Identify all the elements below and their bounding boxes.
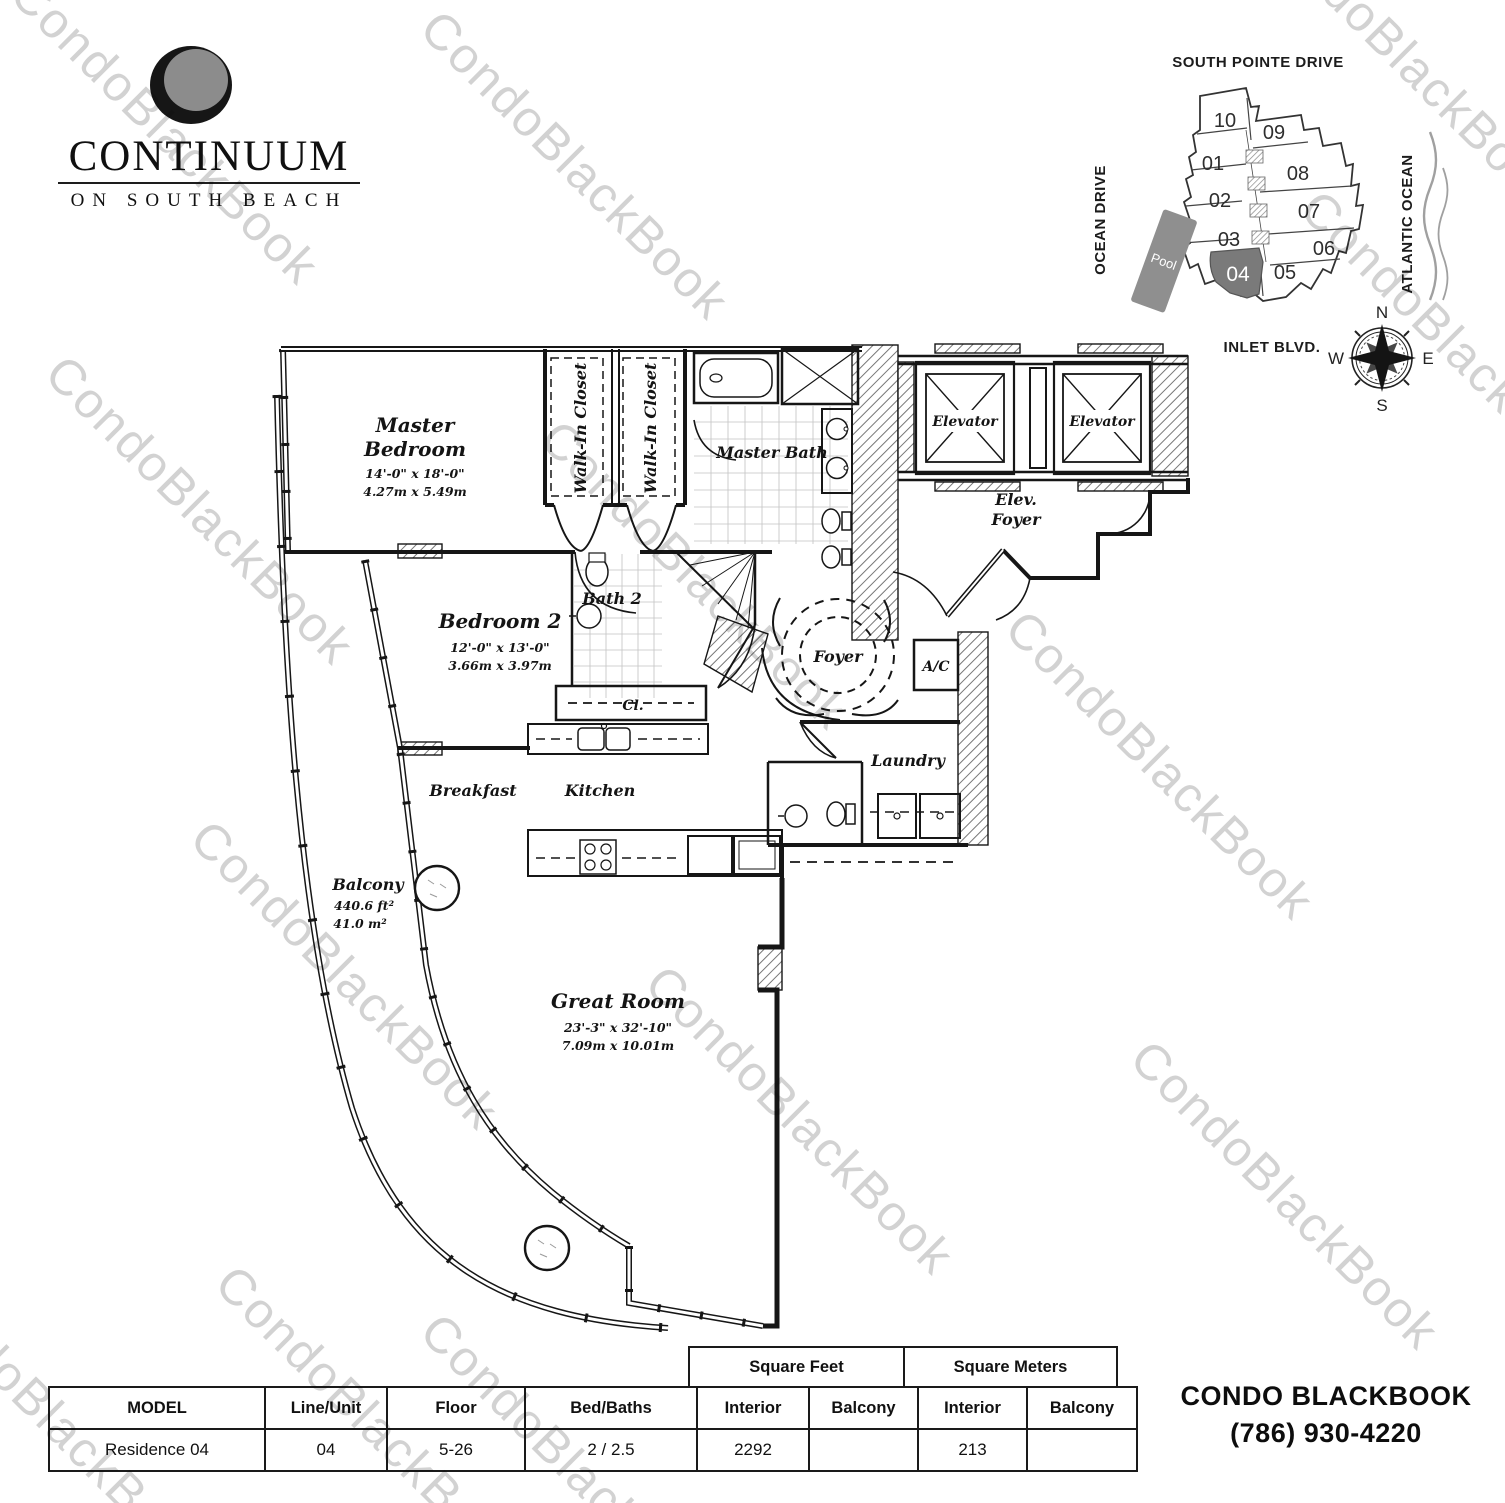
- balcony-rail: [272, 394, 669, 1333]
- label-master-dims-ft: 14'-0" x 18'-0": [365, 466, 464, 481]
- unit-label-05: 05: [1274, 262, 1296, 284]
- footer-contact: CONDO BLACKBOOK (786) 930-4220: [1142, 1378, 1505, 1452]
- col-bed-baths: Bed/Baths: [526, 1388, 696, 1428]
- val-model: Residence 04: [50, 1430, 264, 1470]
- col-line-unit: Line/Unit: [266, 1388, 386, 1428]
- columns: [413, 864, 571, 1272]
- col-interior-sf: Interior: [698, 1388, 808, 1428]
- label-bedroom2-ft: 12'-0" x 13'-0": [450, 640, 549, 655]
- hatched-walls: [397, 343, 1189, 991]
- street-atlantic-ocean: ATLANTIC OCEAN: [1399, 154, 1416, 293]
- val-interior-sm: 213: [919, 1430, 1026, 1470]
- label-great-room: Great Room: [551, 989, 685, 1013]
- kitchen-casework: [527, 684, 783, 877]
- table-group-headers: Square Feet Square Meters: [688, 1346, 1118, 1386]
- unit-label-04: 04: [1226, 263, 1250, 286]
- logo-moon-icon: [150, 46, 232, 124]
- unit-label-09: 09: [1263, 122, 1285, 144]
- group-square-feet: Square Feet: [688, 1346, 905, 1386]
- unit-label-10: 10: [1214, 110, 1236, 132]
- val-bed-baths: 2 / 2.5: [526, 1430, 696, 1470]
- compass-n: N: [1376, 303, 1388, 322]
- building-footprint: [1181, 86, 1365, 302]
- unit-04-highlight: [1209, 247, 1264, 299]
- label-kitchen: Kitchen: [564, 781, 636, 800]
- label-master-bath: Master Bath: [715, 443, 828, 462]
- label-great-room-ft: 23'-3" x 32'-10": [563, 1020, 672, 1035]
- logo-subtitle: ON SOUTH BEACH: [70, 190, 348, 212]
- col-model: MODEL: [50, 1388, 264, 1428]
- dashed-lines: [536, 357, 956, 863]
- label-master-bedroom: Master: [375, 413, 456, 437]
- val-interior-sf: 2292: [698, 1430, 808, 1470]
- compass-e: E: [1422, 349, 1433, 368]
- unit-label-01: 01: [1202, 153, 1224, 175]
- label-balcony: Balcony: [331, 875, 405, 894]
- unit-numbers: 10 09 01 08 02 07 03 06 04 05: [1202, 110, 1335, 286]
- footer-company: CONDO BLACKBOOK: [1180, 1381, 1472, 1411]
- window-walls: [272, 348, 764, 1333]
- label-great-room-m: 7.09m x 10.01m: [562, 1038, 674, 1053]
- unit-label-07: 07: [1298, 201, 1320, 223]
- label-closet: Cl.: [622, 698, 643, 714]
- footer-phone: (786) 930-4220: [1230, 1418, 1422, 1448]
- label-elevator-1: Elevator: [931, 414, 999, 430]
- col-balcony-sf: Balcony: [810, 1388, 917, 1428]
- label-laundry: Laundry: [870, 751, 947, 770]
- label-master-bedroom-2: Bedroom: [363, 437, 466, 461]
- spec-table: MODEL Line/Unit Floor Bed/Baths Interior…: [48, 1386, 1138, 1472]
- street-ocean-drive: OCEAN DRIVE: [1092, 165, 1109, 275]
- label-bath2: Bath 2: [581, 589, 642, 608]
- label-breakfast: Breakfast: [428, 781, 517, 800]
- label-elevator-2: Elevator: [1068, 414, 1136, 430]
- compass-icon: N S W E: [1328, 303, 1434, 415]
- unit-label-02: 02: [1209, 190, 1231, 212]
- col-balcony-sm: Balcony: [1028, 1388, 1136, 1428]
- label-balcony-ft: 440.6 ft²: [334, 898, 395, 913]
- label-master-dims-m: 4.27m x 5.49m: [363, 484, 467, 499]
- site-map: SOUTH POINTE DRIVE OCEAN DRIVE ATLANTIC …: [1092, 54, 1449, 415]
- label-elev-foyer-1: Elev.: [994, 490, 1037, 509]
- label-bedroom2: Bedroom 2: [438, 609, 562, 633]
- compass-w: W: [1328, 349, 1344, 368]
- shoreline: [1422, 131, 1449, 301]
- val-balcony-sf: [810, 1430, 917, 1470]
- street-inlet-blvd: INLET BLVD.: [1224, 339, 1321, 356]
- logo-title: CONTINUUM: [68, 133, 350, 180]
- pool: Pool: [1131, 209, 1197, 313]
- label-elev-foyer-2: Foyer: [990, 510, 1042, 529]
- col-floor: Floor: [388, 1388, 524, 1428]
- brand-logo: CONTINUUM ON SOUTH BEACH: [58, 46, 360, 212]
- compass-s: S: [1376, 396, 1387, 415]
- unit-label-08: 08: [1287, 163, 1309, 185]
- label-ac: A/C: [920, 659, 949, 675]
- group-square-meters: Square Meters: [905, 1346, 1118, 1386]
- label-foyer: Foyer: [812, 647, 864, 666]
- label-balcony-m: 41.0 m²: [333, 916, 387, 931]
- watermark: CondoBlackBook: [409, 0, 741, 331]
- street-south-pointe: SOUTH POINTE DRIVE: [1172, 54, 1344, 71]
- logo-rule: [58, 182, 360, 185]
- floor-plan: Master Bedroom 14'-0" x 18'-0" 4.27m x 5…: [272, 343, 1190, 1333]
- bath-fixtures: [569, 347, 961, 839]
- door-arcs: [553, 419, 1151, 759]
- unit-label-03: 03: [1218, 229, 1240, 251]
- val-floor: 5-26: [388, 1430, 524, 1470]
- label-walkin-closet-2: Walk-In Closet: [641, 362, 660, 493]
- walls: [281, 346, 1190, 1329]
- val-line-unit: 04: [266, 1430, 386, 1470]
- label-walkin-closet-1: Walk-In Closet: [571, 362, 590, 493]
- label-bedroom2-m: 3.66m x 3.97m: [448, 658, 552, 673]
- unit-label-06: 06: [1313, 238, 1335, 260]
- room-labels: Master Bedroom 14'-0" x 18'-0" 4.27m x 5…: [331, 362, 1136, 1053]
- val-balcony-sm: [1028, 1430, 1136, 1470]
- elevators: [914, 360, 1152, 476]
- col-interior-sm: Interior: [919, 1388, 1026, 1428]
